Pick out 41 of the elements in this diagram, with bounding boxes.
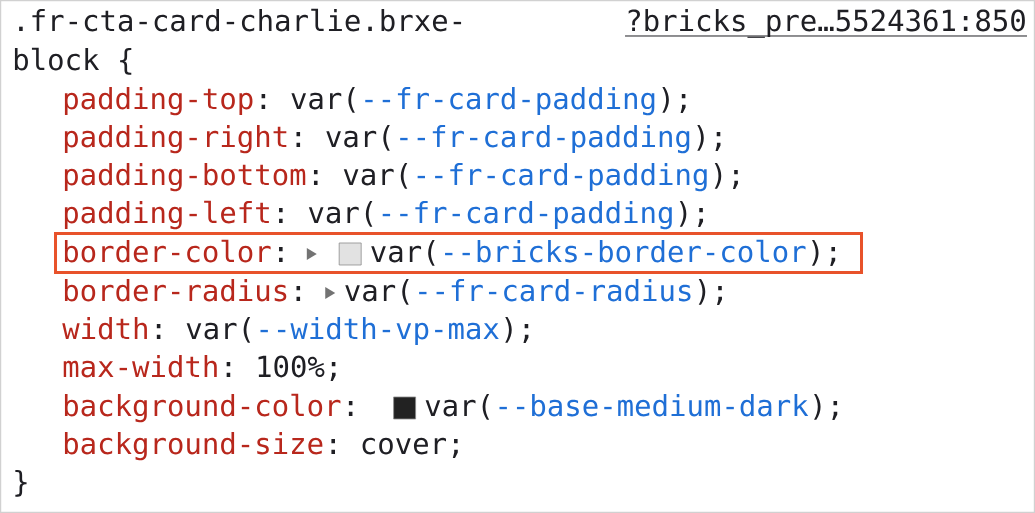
property-name: padding-right	[64, 124, 287, 154]
code-text: );	[505, 317, 529, 344]
code-text: );	[812, 240, 836, 267]
property-name: border-color	[64, 239, 271, 263]
code-text: block {	[14, 47, 132, 75]
code-text: :	[156, 323, 161, 339]
property-name: background-size	[64, 431, 323, 461]
variable-name: --fr-card-padding	[365, 86, 655, 116]
code-text: :	[331, 438, 335, 454]
code-text: :	[296, 131, 301, 147]
property-name: background-color	[64, 393, 341, 423]
code-text: );	[697, 125, 721, 152]
source-link: ?bricks_pre…5524361:850	[624, 8, 1028, 38]
code-text: var(	[371, 240, 435, 266]
code-text: :	[279, 246, 283, 262]
property-name: padding-bottom	[64, 162, 306, 192]
code-text: var(	[291, 87, 355, 113]
code-text: :	[348, 400, 353, 416]
code-text: var(	[343, 163, 408, 189]
variable-name: --width-vp-max	[260, 316, 499, 345]
code-text: 100%;	[258, 355, 336, 382]
code-text: :	[226, 361, 231, 377]
variable-name: --fr-card-padding	[400, 124, 690, 154]
highlight-box	[54, 232, 863, 274]
property-name: padding-top	[64, 86, 253, 116]
code-text: }	[15, 469, 27, 497]
variable-name: --bricks-border-color	[445, 239, 806, 263]
code-text: var(	[186, 317, 251, 343]
variable-name: --base-medium-dark	[499, 393, 809, 417]
code-text: :	[261, 93, 266, 109]
code-text: var(	[425, 394, 490, 420]
property-name: max-width	[63, 354, 217, 378]
code-text: cover;	[362, 437, 458, 459]
variable-name: --fr-card-padding	[417, 162, 707, 192]
code-text: );	[662, 87, 686, 114]
code-text: .fr-cta-card-charlie.brxe-	[19, 8, 462, 32]
code-text: );	[814, 394, 838, 421]
code-text: );	[714, 163, 738, 190]
property-name: width	[62, 316, 147, 340]
code-text: :	[313, 169, 318, 185]
code-text: var(	[326, 125, 390, 151]
